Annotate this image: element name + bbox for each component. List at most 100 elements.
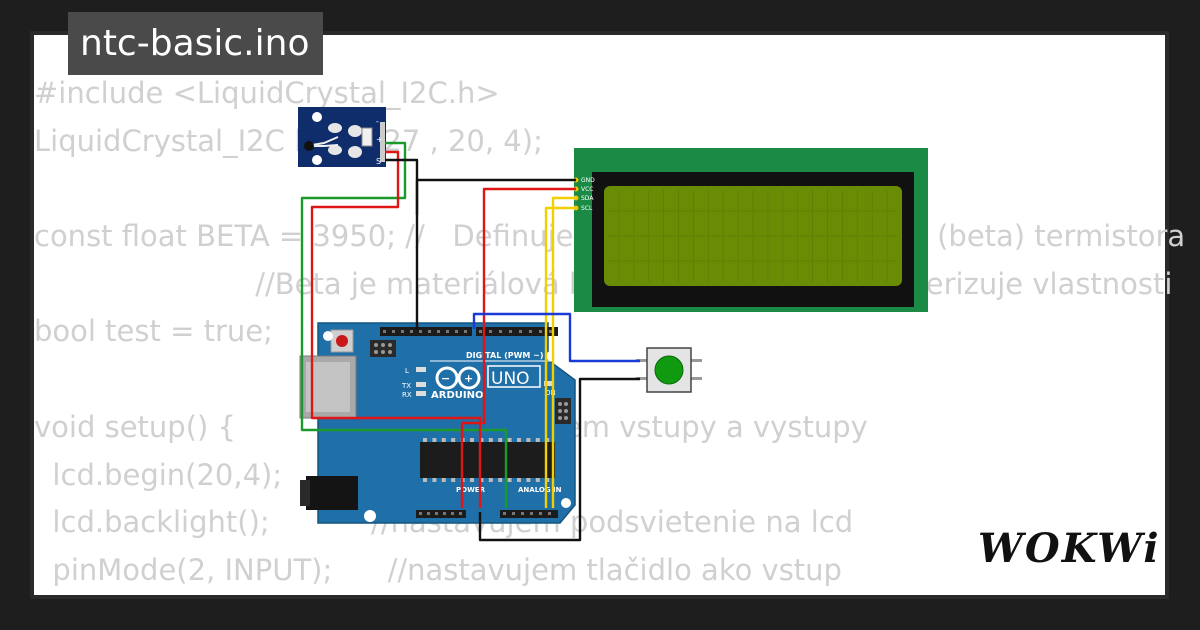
header-pin[interactable]: [489, 330, 492, 333]
l-led: [416, 367, 426, 372]
header-pin[interactable]: [459, 512, 462, 515]
header-pin[interactable]: [419, 512, 422, 515]
icsp-header: [370, 340, 396, 357]
ntc-pin-label: +: [376, 135, 383, 144]
lcd-pixel-grid: [608, 190, 898, 282]
button-leg: [690, 377, 702, 380]
header-pin[interactable]: [539, 512, 542, 515]
chip-leg: [470, 478, 474, 482]
power-header: [416, 510, 466, 518]
push-button[interactable]: [636, 347, 702, 393]
chip-leg: [498, 478, 503, 482]
uno-logo: UNO: [491, 369, 530, 389]
ntc-mount-hole: [312, 112, 322, 122]
arduino-uno-board[interactable]: DIGITAL (PWM ~) L TX RX − + ARDUINO UNO …: [299, 322, 576, 524]
header-pin[interactable]: [509, 330, 512, 333]
header-pin[interactable]: [437, 330, 440, 333]
chip-leg: [441, 478, 446, 482]
chip-leg: [517, 478, 521, 482]
ntc-lead: [312, 144, 339, 147]
button-leg: [636, 377, 648, 380]
header-pin[interactable]: [435, 512, 438, 515]
header-pin[interactable]: [539, 330, 542, 333]
ntc-sensor-module[interactable]: - + S: [298, 107, 386, 167]
lcd-module[interactable]: GND VCC SDA SCL: [573, 148, 929, 312]
analog-label: ANALOG IN: [518, 486, 562, 494]
mount-hole: [364, 510, 376, 522]
on-led: [544, 381, 552, 386]
header-pin[interactable]: [464, 330, 467, 333]
chip-leg: [432, 438, 437, 442]
header-pin[interactable]: [479, 330, 482, 333]
header-pin[interactable]: [503, 512, 506, 515]
button-cap[interactable]: [654, 355, 684, 385]
chip-leg: [423, 438, 427, 442]
button-leg: [636, 359, 648, 362]
header-pin[interactable]: [529, 330, 532, 333]
header-pin[interactable]: [427, 512, 430, 515]
mount-hole: [323, 331, 333, 341]
reset-button-cap[interactable]: [336, 335, 348, 347]
wire-black-ntc-gnd[interactable]: [385, 158, 419, 329]
chip-leg: [488, 438, 493, 442]
analog-header: [500, 510, 558, 518]
chip-leg: [507, 438, 512, 442]
digital-header-right: [476, 327, 558, 336]
mount-hole: [561, 498, 571, 508]
header-pin[interactable]: [446, 330, 449, 333]
rx-label: RX: [402, 391, 412, 399]
arduino-brand: ARDUINO: [431, 390, 483, 401]
header-pin[interactable]: [455, 330, 458, 333]
header-pin[interactable]: [499, 330, 502, 333]
wire-green-signal[interactable]: [300, 141, 508, 508]
lcd-pin-label: GND: [581, 177, 595, 184]
wire-blue-button[interactable]: [472, 312, 640, 363]
header-pin[interactable]: [512, 512, 515, 515]
wire-yellow-scl[interactable]: [544, 206, 576, 508]
chip-leg: [432, 478, 437, 482]
wires: [300, 141, 640, 542]
chip-leg: [479, 438, 484, 442]
header-pin[interactable]: [549, 330, 552, 333]
wire-red-ntc-vcc[interactable]: [310, 150, 482, 508]
atmega-chip: [420, 442, 555, 478]
header-pin[interactable]: [530, 512, 533, 515]
header-pin[interactable]: [548, 512, 551, 515]
header-pin[interactable]: [521, 512, 524, 515]
wokwi-logo: WOKWi: [978, 525, 1161, 572]
tx-label: TX: [401, 382, 411, 390]
chip-leg: [451, 438, 456, 442]
ntc-thermistor-bead: [304, 141, 314, 151]
digital-header-left: [380, 327, 472, 336]
ntc-pin-label: S: [376, 157, 381, 166]
code-line: lcd.begin(20,4);: [34, 457, 283, 492]
chip-leg: [535, 478, 540, 482]
header-pin[interactable]: [410, 330, 413, 333]
ntc-pin-label: -: [376, 117, 379, 126]
ntc-pad: [328, 123, 342, 133]
power-jack: [306, 476, 358, 510]
rx-led: [416, 391, 426, 396]
button-leg: [690, 359, 702, 362]
chip-leg: [441, 438, 446, 442]
header-pin[interactable]: [443, 512, 446, 515]
header-pin[interactable]: [383, 330, 386, 333]
chip-leg: [535, 438, 540, 442]
wire-black-lcd-gnd[interactable]: [415, 178, 576, 215]
ntc-lead: [311, 136, 339, 146]
header-pin[interactable]: [419, 330, 422, 333]
header-pin[interactable]: [451, 512, 454, 515]
power-jack-lip: [300, 480, 310, 506]
wire-red-lcd-vcc[interactable]: [460, 187, 576, 508]
header-pin[interactable]: [401, 330, 404, 333]
header-pin[interactable]: [428, 330, 431, 333]
chip-leg: [507, 478, 512, 482]
wire-black-button-gnd[interactable]: [478, 377, 640, 542]
header-pin[interactable]: [392, 330, 395, 333]
wire-yellow-sda[interactable]: [551, 196, 576, 508]
digital-header-pins: [383, 330, 552, 333]
chip-leg: [451, 478, 456, 482]
header-pin[interactable]: [519, 330, 522, 333]
chip-leg: [423, 478, 427, 482]
ntc-pin-header: [380, 122, 385, 162]
